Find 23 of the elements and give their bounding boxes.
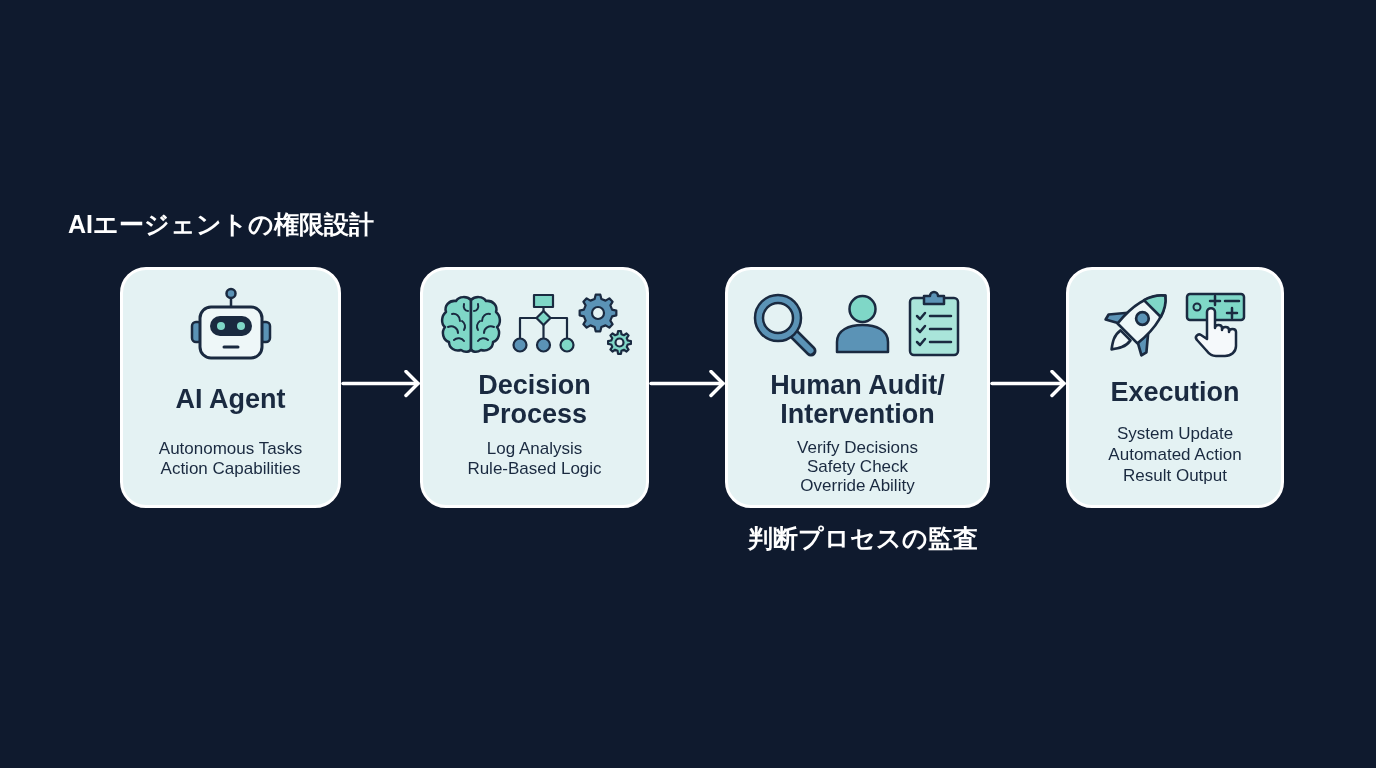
- diagram-title: AIエージェントの権限設計: [68, 209, 374, 239]
- step-title: Execution: [1109, 378, 1241, 407]
- step-detail: Verify Decisions: [797, 438, 918, 457]
- step-detail: Log Analysis: [486, 439, 583, 459]
- arrow: [990, 369, 1066, 398]
- step-card: [725, 267, 990, 508]
- caption-text: 判断プロセスの監査: [746, 523, 979, 553]
- step-card: [420, 267, 649, 508]
- step-title: Decision Process: [477, 371, 592, 429]
- step-detail: System Update: [1116, 423, 1234, 444]
- step-detail: Rule-Based Logic: [467, 459, 602, 479]
- step-detail: Result Output: [1123, 465, 1227, 486]
- step-title: Human Audit/ Intervention: [769, 371, 946, 429]
- step-detail: Action Capabilities: [160, 459, 301, 479]
- arrow: [341, 369, 420, 398]
- step-card: [1066, 267, 1284, 508]
- step-title: AI Agent: [174, 385, 287, 414]
- step-detail: Override Ability: [800, 476, 915, 495]
- arrow: [649, 369, 725, 398]
- step-detail: Autonomous Tasks: [158, 439, 303, 459]
- step-detail: Safety Check: [806, 457, 909, 476]
- step-detail: Automated Action: [1108, 444, 1242, 465]
- step-card: [120, 267, 341, 508]
